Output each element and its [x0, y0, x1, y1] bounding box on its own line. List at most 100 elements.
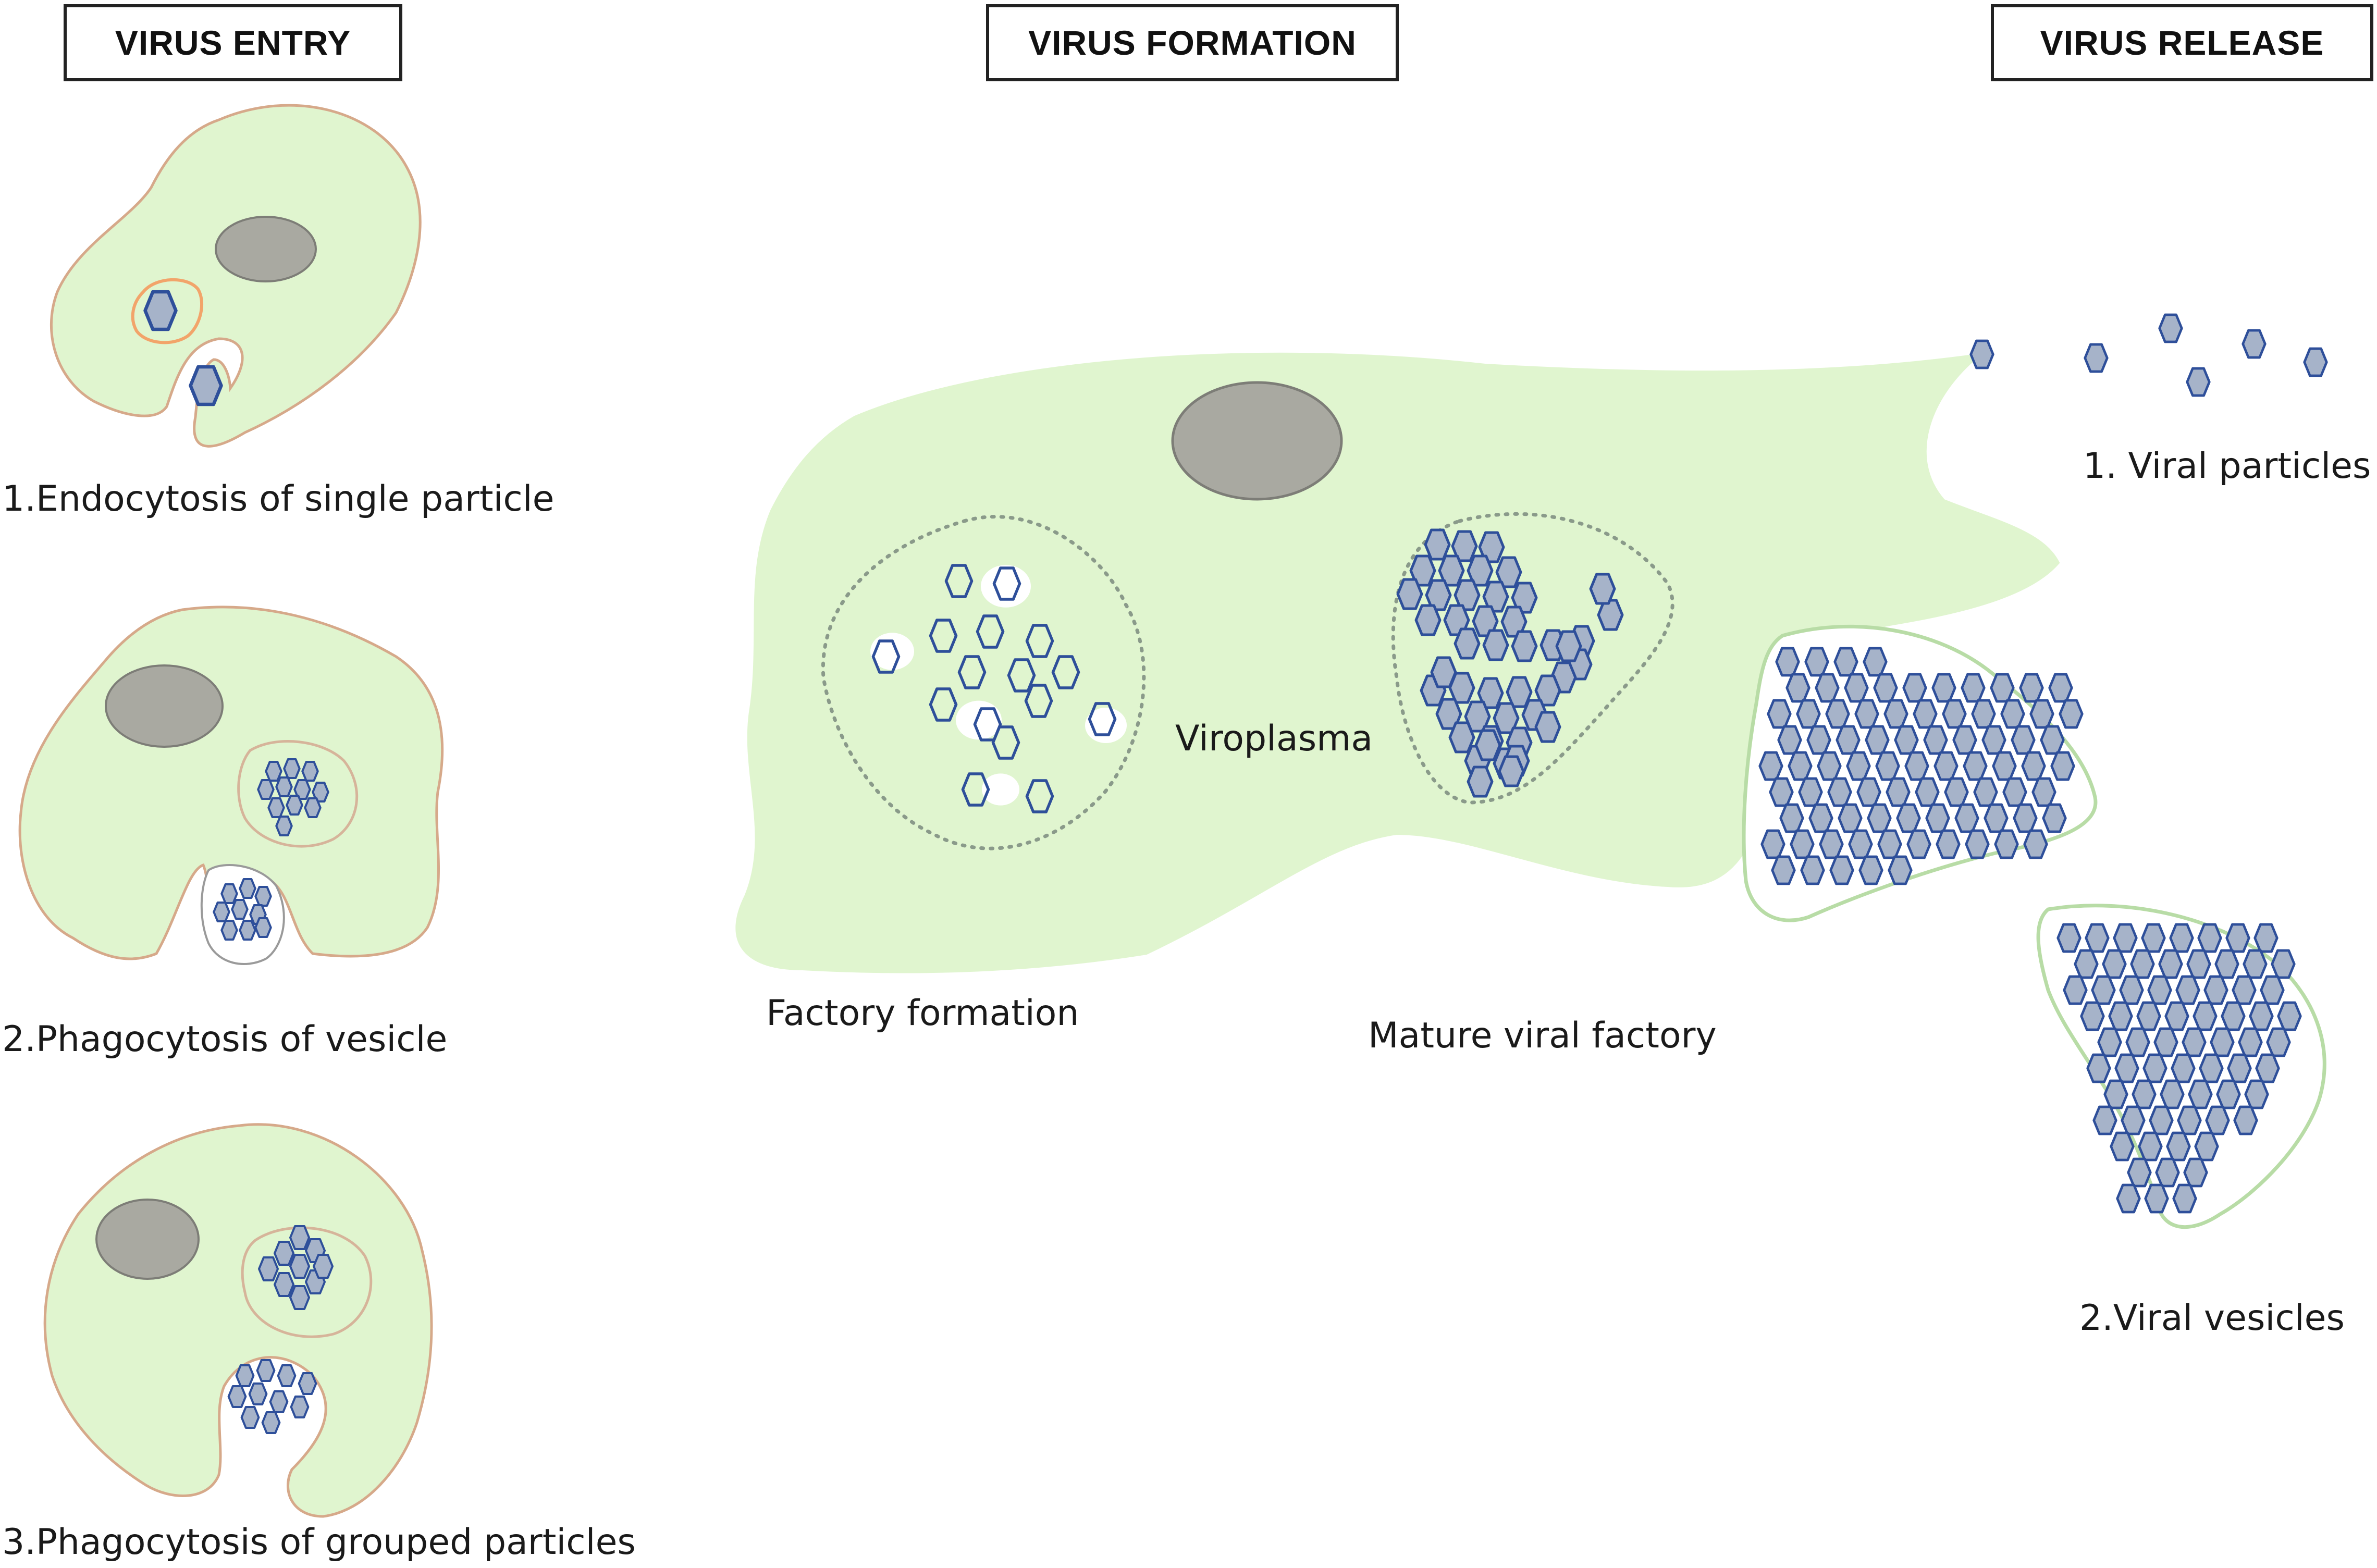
- capsid-icon: [1511, 630, 1538, 662]
- capsid-icon: [2042, 803, 2067, 833]
- capsid-icon: [283, 758, 301, 779]
- capsid-icon: [2084, 343, 2109, 373]
- capsid-icon: [1025, 779, 1054, 813]
- capsid-icon: [1994, 829, 2019, 859]
- capsid-icon: [1954, 803, 1979, 833]
- capsid-icon: [2158, 949, 2183, 979]
- capsid-icon: [1952, 725, 1977, 755]
- immature-particle-blob: [981, 565, 1031, 608]
- capsid-icon: [1936, 829, 1961, 859]
- capsid-icon: [1024, 684, 1053, 718]
- capsid-icon: [1961, 673, 1986, 703]
- capsid-icon: [2175, 975, 2200, 1005]
- capsid-icon: [1454, 579, 1481, 611]
- capsid-icon: [2000, 699, 2025, 729]
- capsid-icon: [2158, 313, 2183, 343]
- capsid-icon: [2121, 1105, 2146, 1135]
- capsid-icon: [2059, 699, 2084, 729]
- capsid-icon: [1785, 673, 1811, 703]
- capsid-icon: [286, 795, 303, 816]
- capsid-icon: [2144, 1183, 2169, 1214]
- formation-cell: Viroplasma: [735, 352, 2060, 973]
- capsid-icon: [2132, 1079, 2157, 1109]
- capsid-icon: [976, 614, 1005, 649]
- capsid-icon: [1534, 674, 1561, 707]
- capsid-icon: [1467, 766, 1494, 798]
- capsid-icon: [2141, 923, 2166, 953]
- capsid-icon: [1836, 725, 1861, 755]
- capsid-icon: [1808, 803, 1833, 833]
- capsid-icon: [1482, 581, 1509, 613]
- capsid-icon: [290, 1396, 310, 1418]
- capsid-icon: [2011, 725, 2036, 755]
- capsid-icon: [273, 1241, 295, 1266]
- capsid-icon: [1477, 677, 1504, 709]
- capsid-icon: [1088, 702, 1117, 736]
- released-particles: [1969, 313, 2328, 397]
- capsid-icon: [2056, 923, 2082, 953]
- entry-cell-2: [18, 606, 444, 965]
- capsid-icon: [2197, 923, 2222, 953]
- factory-formation-region: [821, 515, 1146, 850]
- capsid-icon: [2153, 1027, 2178, 1057]
- nucleus-3: [95, 1199, 200, 1280]
- capsid-icon: [2092, 1105, 2117, 1135]
- capsid-icon: [2091, 975, 2116, 1005]
- capsid-icon: [1788, 751, 1813, 781]
- capsid-icon: [1973, 777, 1998, 807]
- capsid-icon: [1511, 582, 1538, 614]
- capsid-icon: [1833, 647, 1858, 677]
- capsid-icon: [1409, 554, 1436, 587]
- viral-vesicle-1: [1742, 624, 2098, 922]
- capsid-icon: [1923, 725, 1948, 755]
- entry-step-1-caption: 1.Endocytosis of single particle: [2, 478, 555, 520]
- capsid-icon: [1883, 699, 1908, 729]
- capsid-icon: [1804, 647, 1829, 677]
- mature-factory-region: [1391, 512, 1674, 805]
- viral-vesicle-1-particles: [1758, 647, 2084, 885]
- capsid-icon: [1888, 855, 1913, 885]
- capsid-icon: [2188, 1079, 2213, 1109]
- capsid-icon: [2103, 1079, 2128, 1109]
- capsid-icon: [1838, 803, 1863, 833]
- capsid-icon: [2019, 673, 2044, 703]
- entry-cell-1: [50, 104, 422, 448]
- capsid-icon: [2074, 949, 2099, 979]
- capsid-icon: [2021, 751, 2046, 781]
- capsid-icon: [2050, 751, 2075, 781]
- capsid-icon: [1790, 829, 1815, 859]
- cell-3-body: [43, 1123, 433, 1518]
- capsid-icon: [2110, 1131, 2135, 1162]
- stage-virus-entry: VIRUS ENTRY: [64, 4, 402, 81]
- capsid-icon: [2225, 923, 2250, 953]
- capsid-icon: [961, 772, 990, 807]
- capsid-icon: [2130, 949, 2155, 979]
- capsid-icon: [2116, 1183, 2141, 1214]
- capsid-icon: [2177, 1105, 2202, 1135]
- capsid-icon: [2277, 1001, 2302, 1031]
- capsid-icon: [220, 920, 238, 941]
- capsid-icon: [2149, 1105, 2174, 1135]
- capsid-icon: [2210, 1027, 2235, 1057]
- capsid-icon: [275, 776, 293, 797]
- capsid-icon: [2023, 829, 2048, 859]
- capsid-icon: [1990, 673, 2015, 703]
- capsid-icon: [2266, 1027, 2291, 1057]
- formation-cell-body: [735, 352, 2060, 973]
- formation-nucleus: [1171, 381, 1343, 501]
- capsid-icon: [1858, 855, 1883, 885]
- capsid-icon: [1025, 624, 1054, 658]
- capsid-icon: [1815, 673, 1840, 703]
- capsid-icon: [1806, 725, 1831, 755]
- capsid-icon: [2085, 923, 2110, 953]
- capsid-icon: [2119, 975, 2144, 1005]
- capsid-icon: [957, 655, 987, 689]
- capsid-icon: [1777, 725, 1802, 755]
- capsid-icon: [2203, 975, 2228, 1005]
- capsid-icon: [2048, 673, 2073, 703]
- capsid-icon: [1796, 699, 1821, 729]
- capsid-icon: [1414, 604, 1442, 636]
- entry-step-3-caption: 3.Phagocytosis of grouped particles: [2, 1522, 636, 1563]
- capsid-icon: [1827, 777, 1852, 807]
- capsid-icon: [289, 1254, 311, 1279]
